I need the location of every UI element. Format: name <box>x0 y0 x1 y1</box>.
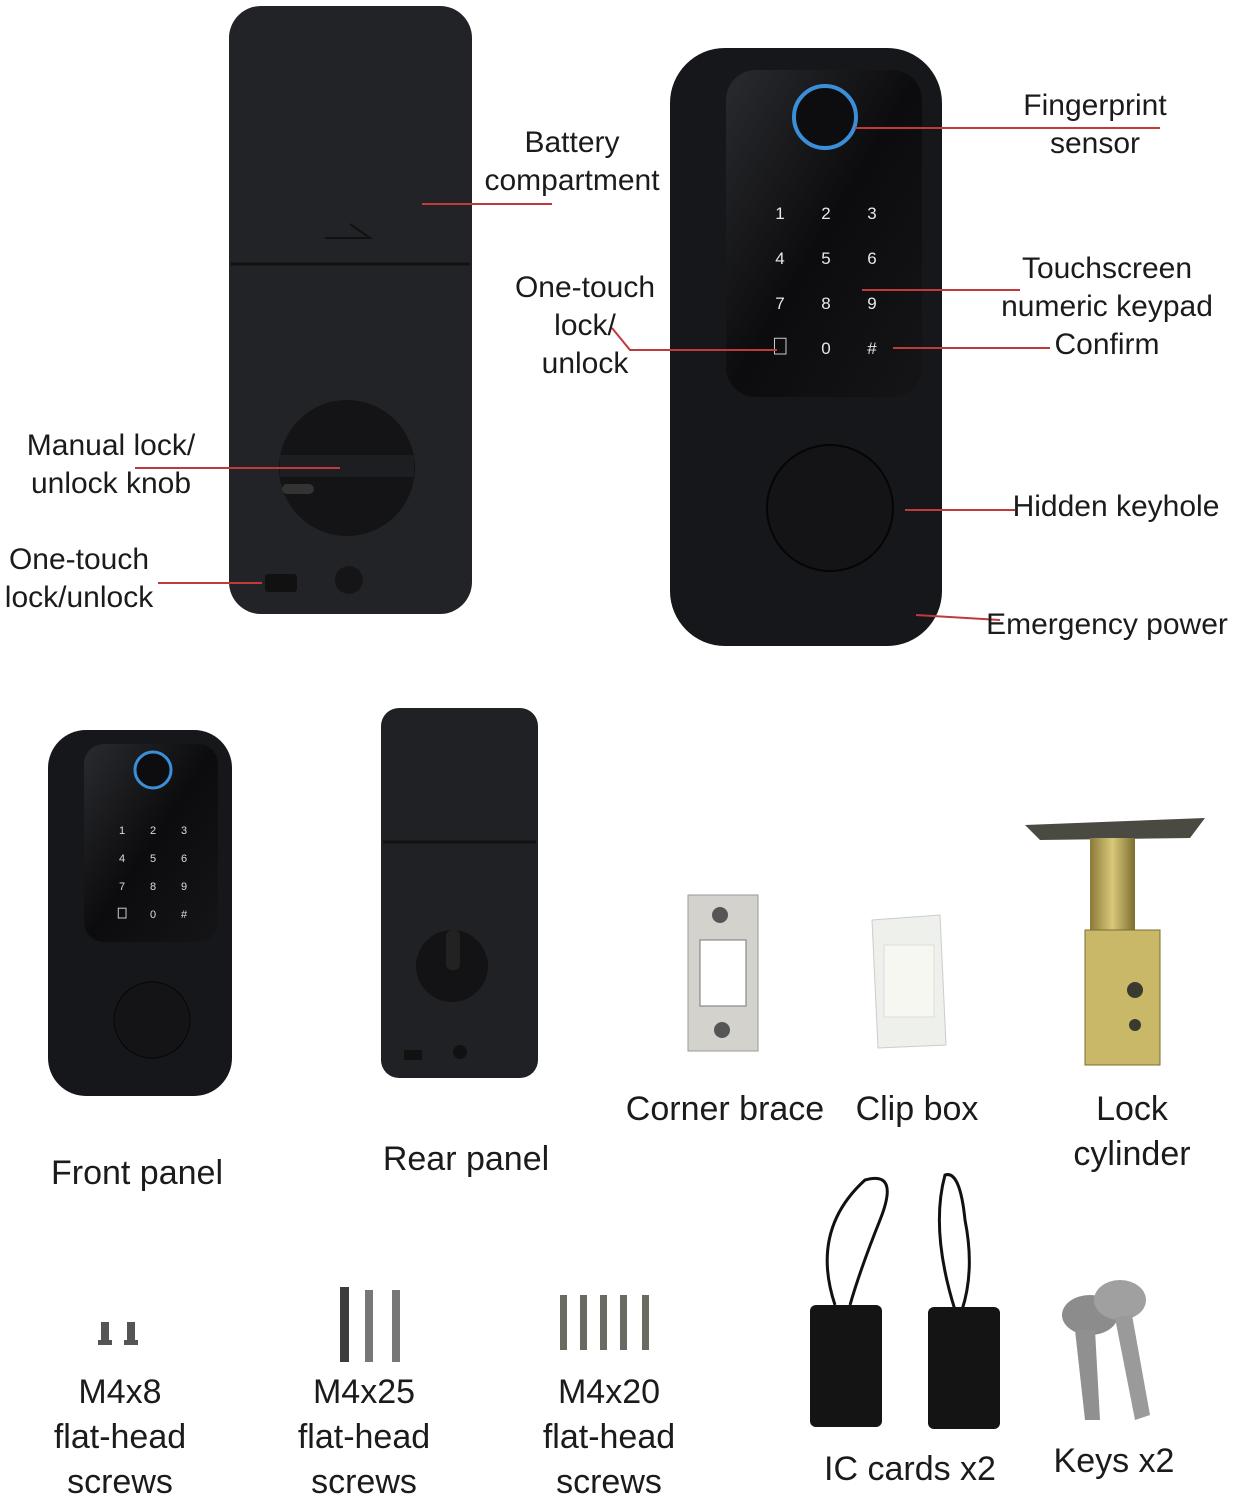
keypad-key: 5 <box>821 249 830 268</box>
label-line: compartment <box>484 164 660 197</box>
label-fingerprint-sensor: Fingerprint sensor <box>1023 87 1166 163</box>
keypad-key: # <box>181 909 188 921</box>
keypad-key: 7 <box>119 881 125 893</box>
keypad-key: 0 <box>150 909 156 921</box>
label-m4x25-screws: M4x25 flat-head screws <box>298 1370 430 1505</box>
screws-m4x8 <box>98 1322 138 1345</box>
label-line: numeric keypad <box>1001 290 1213 323</box>
label-keys: Keys x2 <box>1054 1439 1175 1484</box>
label-line: flat-head <box>542 1418 676 1456</box>
label-line: sensor <box>1049 127 1141 160</box>
lock-icon <box>773 337 787 355</box>
keypad-key: 3 <box>867 204 876 223</box>
label-line: Touchscreen <box>1021 252 1193 285</box>
keypad-key: 4 <box>119 853 125 865</box>
label-rear-panel: Rear panel <box>383 1137 549 1182</box>
label-manual-knob: Manual lock/ unlock knob <box>27 427 195 503</box>
screws-m4x25 <box>340 1287 400 1362</box>
label-line: lock/ <box>554 309 616 342</box>
label-lock-cylinder: Lock cylinder <box>1073 1087 1190 1177</box>
label-line: Emergency power <box>986 608 1228 641</box>
front-panel-small: 1 2 3 4 5 6 7 8 9 0 # <box>48 730 232 1096</box>
label-line: Clip box <box>855 1090 979 1128</box>
keypad-key: 6 <box>867 249 876 268</box>
clip-box <box>871 914 947 1049</box>
label-line: M4x20 <box>557 1373 661 1411</box>
arrow-icon <box>325 223 374 239</box>
label-front-panel: Front panel <box>51 1151 223 1196</box>
label-line: screws <box>556 1463 662 1501</box>
keypad-key: 9 <box>181 881 187 893</box>
lock-icon <box>117 907 127 919</box>
label-hidden-keyhole: Hidden keyhole <box>1013 488 1220 526</box>
label-line: Lock <box>1096 1090 1168 1128</box>
label-line: flat-head <box>297 1418 431 1456</box>
label-line: flat-head <box>53 1418 187 1456</box>
screw <box>335 566 363 594</box>
label-m4x20-screws: M4x20 flat-head screws <box>543 1370 675 1505</box>
lock-cylinder <box>1025 818 1205 1066</box>
label-battery-compartment: Battery compartment <box>484 124 659 200</box>
label-corner-brace: Corner brace <box>626 1087 824 1132</box>
label-line: lock/unlock <box>4 581 154 614</box>
ic-cards <box>810 1173 1000 1429</box>
keypad-key: 6 <box>181 853 187 865</box>
keypad-key: 2 <box>150 825 156 837</box>
keypad: 1 2 3 4 5 6 7 8 9 0 # <box>773 204 877 358</box>
keys <box>1062 1280 1150 1420</box>
label-line: cylinder <box>1073 1135 1191 1173</box>
keypad-key: 1 <box>119 825 125 837</box>
label-clip-box: Clip box <box>856 1087 979 1132</box>
label-line: IC cards x2 <box>824 1450 996 1488</box>
keypad-key: 0 <box>821 339 830 358</box>
label-line: Rear panel <box>382 1140 550 1178</box>
keypad-key: 9 <box>867 294 876 313</box>
rear-panel-large <box>229 6 472 614</box>
label-confirm: Confirm <box>1054 326 1159 364</box>
hidden-keyhole-cover <box>766 444 894 572</box>
label-line: Keys x2 <box>1053 1442 1175 1480</box>
label-line: Battery <box>524 126 620 159</box>
label-line: unlock <box>541 347 629 380</box>
label-line: Front panel <box>51 1154 223 1192</box>
label-line: screws <box>67 1463 173 1501</box>
keypad-key: 5 <box>150 853 156 865</box>
label-line: Confirm <box>1054 328 1160 361</box>
label-ic-cards: IC cards x2 <box>824 1447 996 1492</box>
label-touchscreen-keypad: Touchscreen numeric keypad <box>1001 250 1213 326</box>
keypad-key: 4 <box>775 249 784 268</box>
label-line: M4x8 <box>78 1373 162 1411</box>
label-line: One-touch <box>8 543 150 576</box>
label-m4x8-screws: M4x8 flat-head screws <box>54 1370 186 1505</box>
label-line: M4x25 <box>312 1373 416 1411</box>
label-emergency-power: Emergency power <box>986 606 1228 644</box>
keypad-key: 7 <box>775 294 784 313</box>
label-one-touch-front: One-touch lock/ unlock <box>515 269 655 383</box>
label-line: Fingerprint <box>1023 89 1167 122</box>
rear-panel-small <box>381 708 538 1078</box>
label-one-touch-rear: One-touch lock/unlock <box>5 541 153 617</box>
label-line: unlock knob <box>30 467 192 500</box>
label-line: Hidden keyhole <box>1012 490 1220 523</box>
callout-lines <box>135 127 1160 621</box>
keypad-key: 1 <box>775 204 784 223</box>
keypad-key: 2 <box>821 204 830 223</box>
front-panel-large: 1 2 3 4 5 6 7 8 9 0 # <box>670 48 942 646</box>
one-touch-button <box>265 574 297 592</box>
label-line: Corner brace <box>625 1090 825 1128</box>
corner-brace <box>687 894 759 1052</box>
keypad-key: # <box>867 339 877 358</box>
label-line: One-touch <box>514 271 656 304</box>
keypad-key: 8 <box>821 294 830 313</box>
fingerprint-sensor <box>792 84 858 150</box>
keypad-key: 3 <box>181 825 187 837</box>
label-line: screws <box>311 1463 417 1501</box>
label-line: Manual lock/ <box>26 429 196 462</box>
screws-m4x20 <box>560 1295 649 1350</box>
keypad-key: 8 <box>150 881 156 893</box>
